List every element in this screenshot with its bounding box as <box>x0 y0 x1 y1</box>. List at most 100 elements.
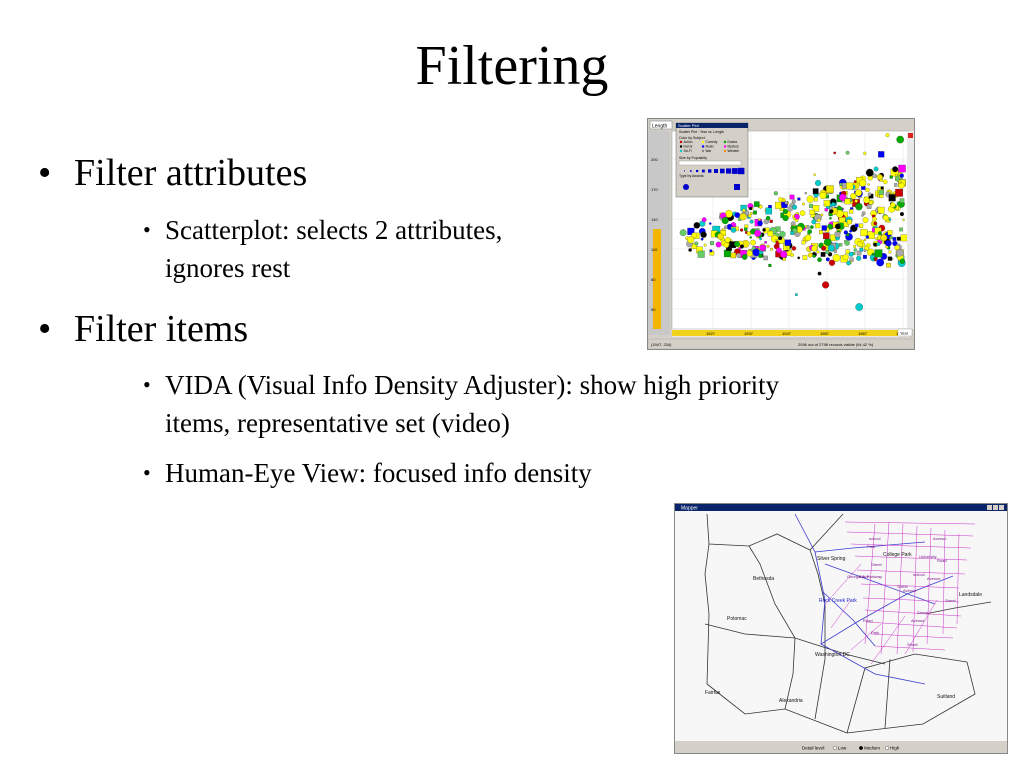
y-attribute-dropdown[interactable] <box>649 120 673 130</box>
street-label: Street <box>907 642 919 647</box>
scatter-marker <box>823 200 831 207</box>
scatter-marker <box>816 250 820 254</box>
bullet-text: Filter attributes <box>74 152 308 194</box>
detail-radio-low[interactable] <box>832 745 837 750</box>
scatter-marker <box>778 236 783 241</box>
scatter-marker <box>703 243 707 247</box>
detail-radio-high[interactable] <box>884 745 889 750</box>
size-scale-mark <box>714 169 718 173</box>
size-scale-mark <box>690 170 692 172</box>
street-line <box>866 621 958 629</box>
scatter-marker <box>812 205 820 212</box>
window-title: Mapper <box>681 506 698 512</box>
scatter-marker <box>709 222 712 225</box>
scatter-marker <box>749 219 754 224</box>
scatter-marker <box>848 209 854 214</box>
street-label: University <box>919 554 937 559</box>
scatter-marker <box>880 234 888 242</box>
map-place-label: Alexandria <box>779 698 803 704</box>
scatter-marker <box>853 248 857 252</box>
legend-label: Horror <box>684 145 694 149</box>
scatter-marker <box>856 250 862 256</box>
scatter-marker <box>802 255 808 260</box>
scatter-marker <box>823 238 832 246</box>
close-icon[interactable] <box>908 133 913 138</box>
scatter-marker <box>853 244 857 249</box>
scatter-marker <box>845 249 850 254</box>
scatter-marker <box>829 206 833 210</box>
x-tick-label: 1947 <box>782 331 792 336</box>
street-label: Street <box>871 562 883 567</box>
scatter-marker <box>848 251 854 257</box>
scatter-marker <box>882 214 889 221</box>
maximize-button[interactable] <box>993 505 998 510</box>
scatter-marker <box>687 236 695 244</box>
scatter-marker <box>804 191 807 195</box>
street-label: Park <box>871 630 879 635</box>
scatter-marker <box>769 219 773 223</box>
street-label: Road <box>863 618 873 623</box>
scatter-marker <box>876 242 881 246</box>
scatter-marker <box>697 250 705 258</box>
scatter-marker <box>779 231 786 238</box>
close-button[interactable] <box>999 505 1004 510</box>
scatter-marker <box>846 260 851 266</box>
scatter-marker <box>821 245 827 251</box>
scatter-marker <box>804 234 812 241</box>
scatter-marker <box>889 202 896 208</box>
scatter-marker <box>766 244 770 248</box>
scatter-marker <box>820 251 826 257</box>
scatter-marker <box>742 208 746 212</box>
scatter-marker <box>797 197 801 201</box>
size-scale-mark <box>696 169 699 173</box>
scatter-marker <box>821 225 827 231</box>
scatter-marker <box>822 281 830 289</box>
scatter-marker <box>865 235 869 239</box>
x-tick-label: 1937 <box>744 331 754 336</box>
scatter-marker <box>723 242 730 248</box>
scatter-marker <box>863 238 867 242</box>
scatter-marker <box>763 255 768 261</box>
scatter-marker <box>825 185 834 194</box>
scatter-marker <box>749 206 753 210</box>
scatter-marker <box>730 227 737 233</box>
detail-radio-medium[interactable] <box>858 745 863 750</box>
scatter-marker <box>829 217 832 220</box>
scatter-marker <box>801 240 806 245</box>
scatter-marker <box>863 249 867 252</box>
legend-label: Music <box>706 145 715 149</box>
detail-option-label: Medium <box>864 746 880 751</box>
bullet-dot: • <box>38 308 52 350</box>
scatter-marker <box>893 183 898 187</box>
x-attribute-dropdown[interactable] <box>897 328 913 337</box>
sub-bullet-line: Scatterplot: selects 2 attributes, <box>165 215 503 245</box>
scatter-marker <box>781 201 788 208</box>
x-tick-label: 1927 <box>706 331 716 336</box>
scatter-marker <box>863 196 871 204</box>
street-line <box>956 533 960 625</box>
scatter-marker <box>838 243 843 247</box>
scatter-marker <box>845 150 850 155</box>
scatter-marker <box>854 199 858 203</box>
street-line <box>854 555 968 561</box>
legend-swatch <box>679 140 683 144</box>
minimize-button[interactable] <box>987 505 992 510</box>
scatter-marker <box>784 239 792 246</box>
map-place-label: College Park <box>883 552 912 558</box>
scatter-marker <box>850 193 857 200</box>
scatter-marker <box>723 225 728 230</box>
scatter-marker <box>709 249 713 253</box>
street-line <box>896 523 904 655</box>
y-tick-label: 170 <box>651 187 658 192</box>
y-attribute-label: Length <box>652 124 668 130</box>
y-range-slider[interactable] <box>653 229 661 329</box>
sub-bullet-line: ignores rest <box>165 253 291 283</box>
scatter-marker <box>896 236 901 241</box>
x-tick-label: 1967 <box>858 331 868 336</box>
size-scale-mark <box>726 168 732 174</box>
scatter-marker <box>780 250 788 258</box>
scatter-marker <box>782 257 786 261</box>
bullet-text: Filter items <box>74 308 249 350</box>
x-range-slider[interactable] <box>672 330 898 336</box>
scatter-marker <box>896 135 905 144</box>
